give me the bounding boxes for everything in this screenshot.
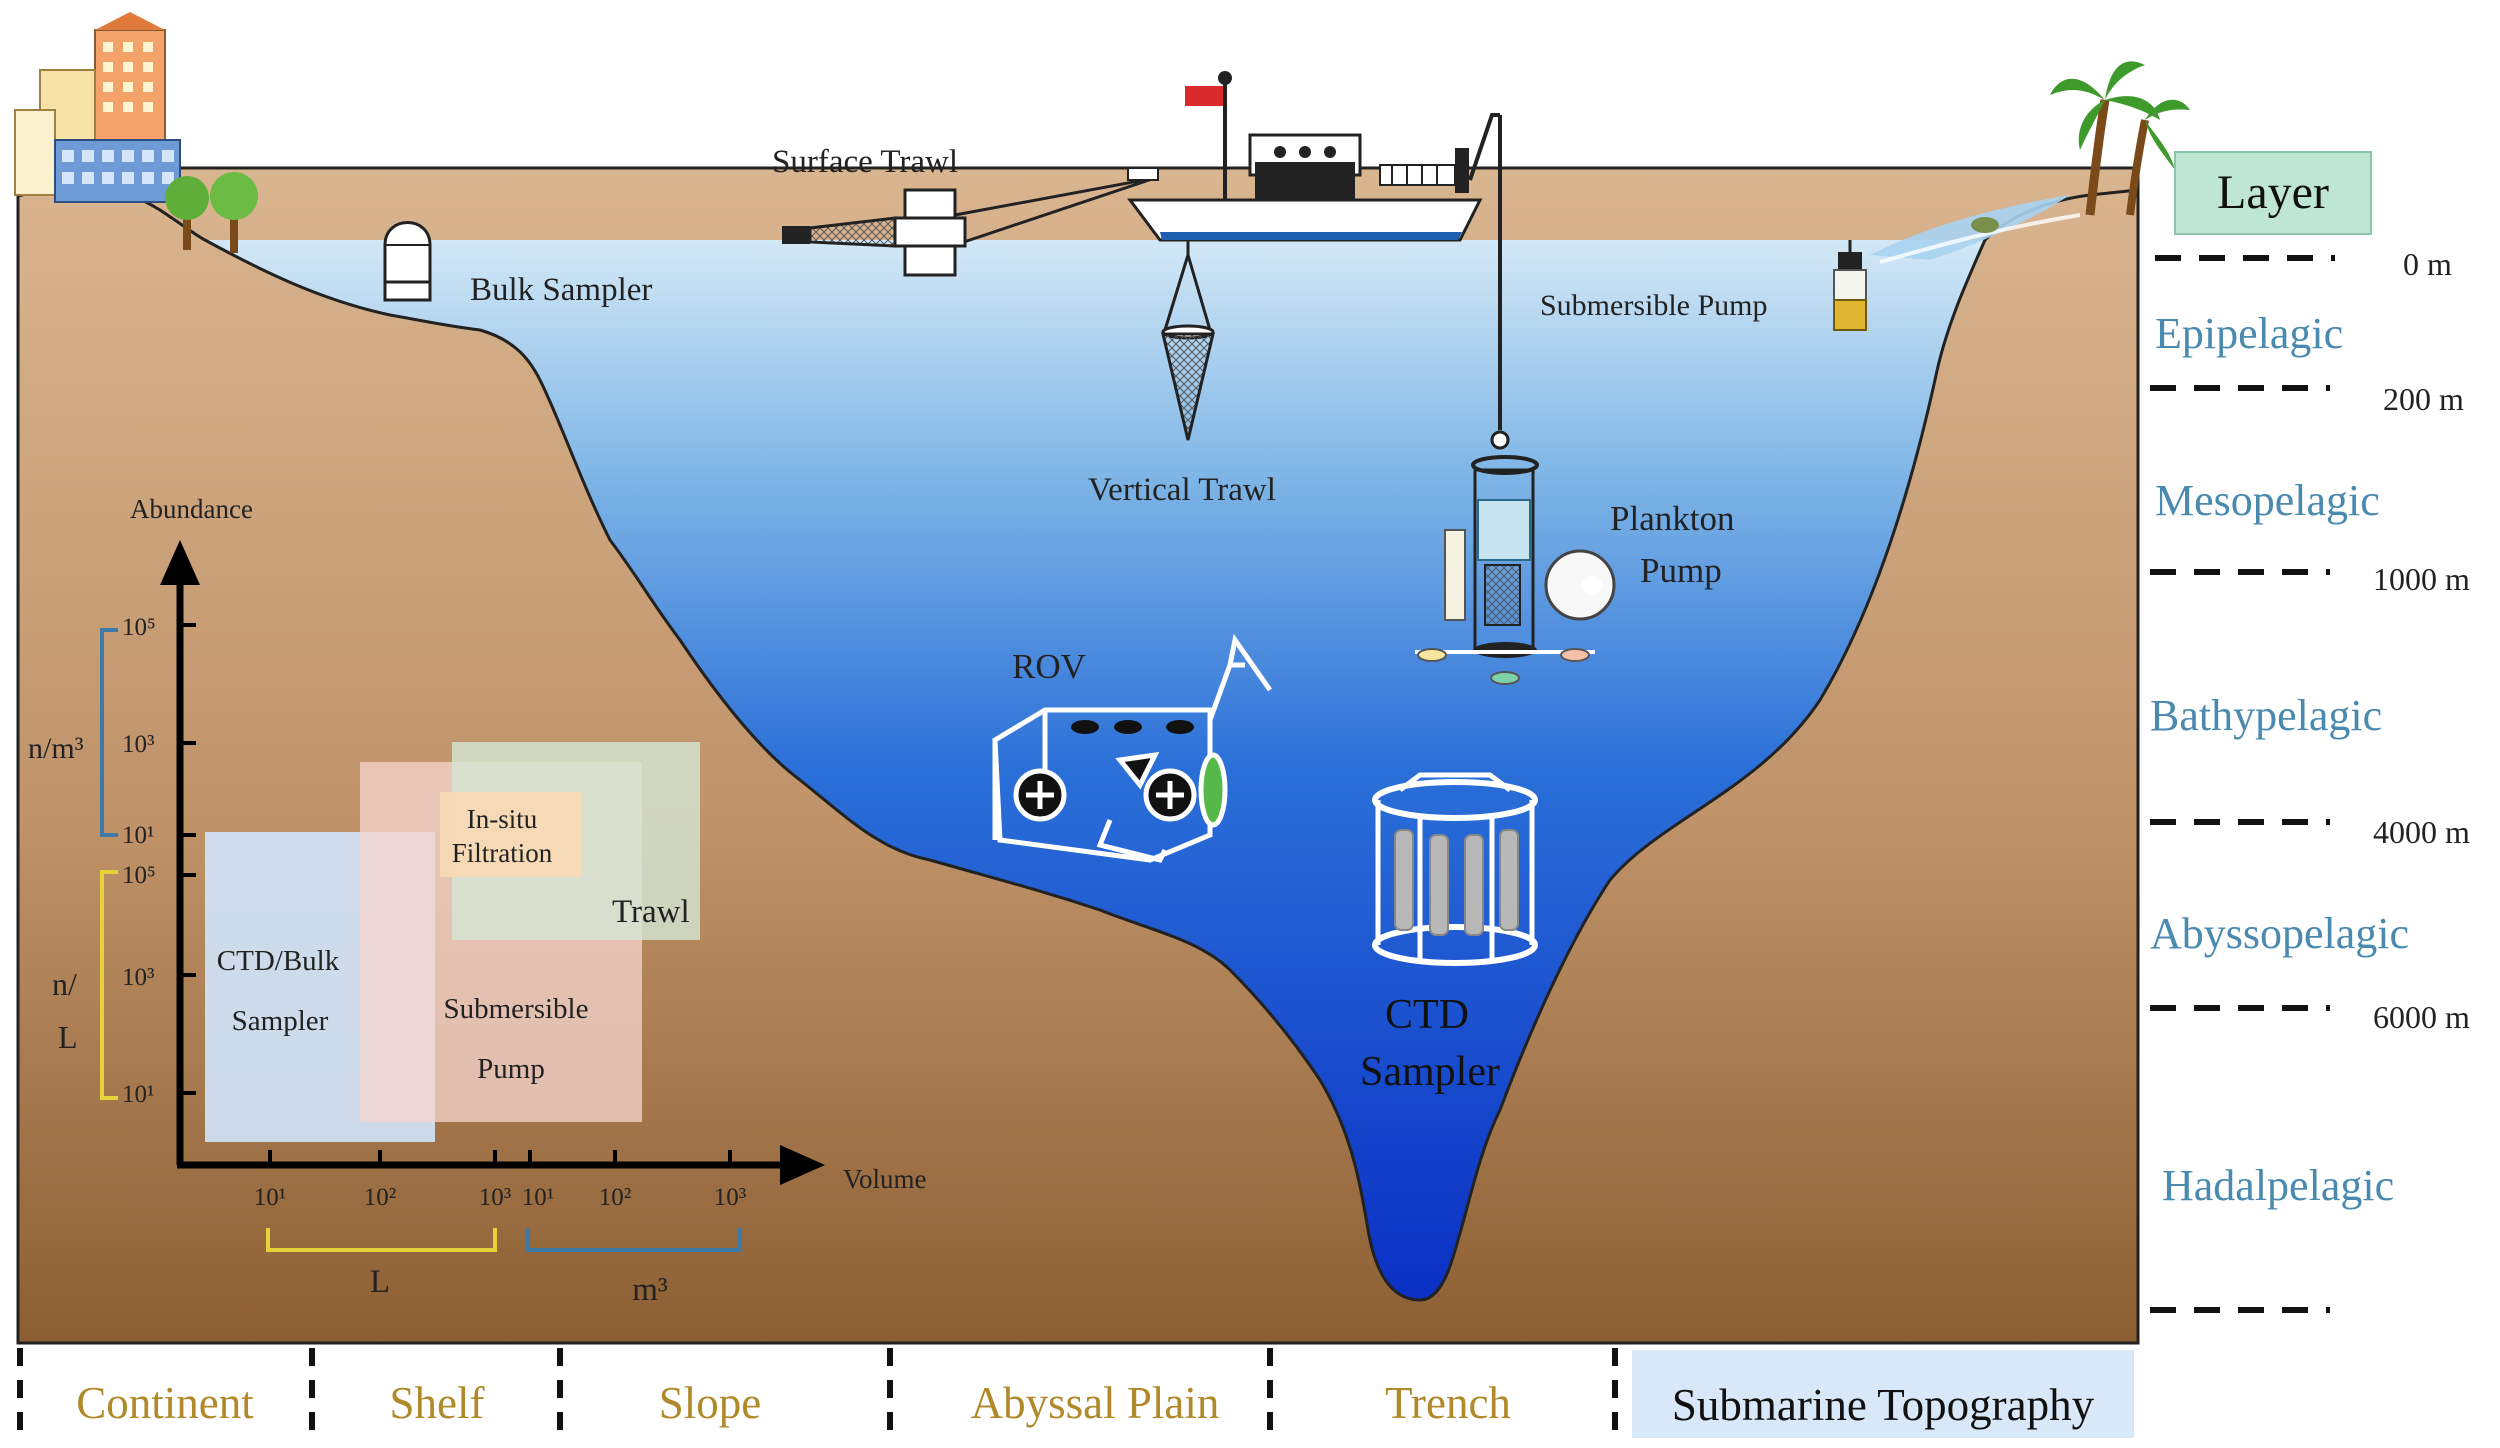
section-continent: Continent: [76, 1378, 254, 1428]
plankton-pump-label-line1: Plankton: [1610, 499, 1734, 538]
inset-x-axis-label: Volume: [843, 1164, 927, 1194]
topography-title: Submarine Topography: [1672, 1380, 2095, 1430]
inset-bracket-m3: [100, 628, 118, 837]
topography-title-box: [1632, 1350, 2134, 1438]
inset-xtick-L-3: 10³: [479, 1184, 512, 1211]
inset-box-in-situ-filtration: [440, 792, 582, 877]
inset-xbracket-m3: [526, 1228, 742, 1252]
ctd-label-line1: CTD: [1385, 992, 1469, 1038]
inset-bracket-L: [100, 870, 118, 1100]
inset-xtick-L-2: 10²: [364, 1184, 397, 1211]
inset-ytick-L-3: 10³: [122, 964, 155, 991]
inset-label-filtration-1: In-situ: [467, 804, 538, 834]
inset-unit-L-1: n/: [52, 966, 77, 1002]
layer-title: Layer: [2217, 166, 2329, 219]
depth-6000m: 6000 m: [2373, 999, 2470, 1035]
submersible-pump-icon: [1833, 240, 1867, 331]
inset-ytick-L-5: 10⁵: [122, 862, 156, 889]
depth-1000m: 1000 m: [2373, 561, 2470, 597]
inset-chart: CTD/Bulk Sampler Submersible Pump In-sit…: [28, 494, 927, 1308]
vertical-trawl-icon: [1161, 240, 1215, 441]
red-flag-icon: [1185, 86, 1223, 106]
inset-xunit-m3: m³: [632, 1272, 668, 1308]
inset-y-axis-label: Abundance: [130, 494, 253, 524]
inset-ytick-m3-1: 10¹: [122, 822, 155, 849]
inset-xtick-m3-2: 10²: [599, 1184, 632, 1211]
inset-ytick-m3-3: 10³: [122, 731, 155, 758]
rov-label: ROV: [1012, 647, 1086, 686]
topography-dividers: [17, 1348, 1618, 1440]
plankton-pump-icon: [1415, 115, 1616, 685]
bulk-sampler-label: Bulk Sampler: [470, 272, 652, 308]
inset-label-ctd-bulk-2: Sampler: [232, 1005, 329, 1037]
inset-label-submersible-2: Pump: [477, 1053, 545, 1085]
surface-trawl-icon: [782, 167, 1159, 277]
depth-markers: [2150, 255, 2335, 1313]
ocean-water: [205, 240, 1985, 1300]
inset-label-filtration-2: Filtration: [452, 838, 553, 868]
bulk-sampler-icon: [383, 221, 432, 302]
palm-tree-icon: [2050, 61, 2190, 216]
coastline: [17, 185, 2139, 1302]
layer-title-box: [2174, 151, 2372, 235]
inset-label-trawl: Trawl: [612, 894, 690, 930]
ctd-label-line2: Sampler: [1360, 1049, 1500, 1095]
ctd-rosette-icon: [1372, 772, 1538, 966]
inset-label-submersible-1: Submersible: [444, 993, 589, 1025]
depth-200m: 200 m: [2383, 381, 2464, 417]
water-spray-icon: [1870, 195, 2081, 264]
submersible-pump-label: Submersible Pump: [1540, 289, 1768, 322]
city-buildings-icon: [14, 12, 181, 203]
section-abyssal-plain: Abyssal Plain: [971, 1378, 1220, 1428]
inset-xtick-m3-3: 10³: [714, 1184, 747, 1211]
vertical-trawl-label: Vertical Trawl: [1088, 472, 1276, 508]
inset-unit-L-2: L: [58, 1019, 78, 1055]
inset-xtick-L-1: 10¹: [254, 1184, 287, 1211]
rov-icon: [992, 633, 1273, 863]
zone-hadalpelagic: Hadalpelagic: [2162, 1161, 2394, 1210]
section-trench: Trench: [1385, 1378, 1511, 1428]
surface-trawl-label: Surface Trawl: [772, 144, 958, 180]
depth-4000m: 4000 m: [2373, 814, 2470, 850]
inset-ytick-L-1: 10¹: [122, 1081, 155, 1108]
inset-ytick-m3-5: 10⁵: [122, 614, 156, 641]
research-ship-icon: [1127, 71, 1500, 242]
plankton-pump-label-line2: Pump: [1640, 551, 1722, 590]
zone-mesopelagic: Mesopelagic: [2155, 476, 2380, 525]
depth-0m: 0 m: [2403, 246, 2452, 282]
section-shelf: Shelf: [390, 1378, 485, 1428]
inset-xtick-m3-1: 10¹: [522, 1184, 555, 1211]
inset-label-ctd-bulk-1: CTD/Bulk: [217, 945, 340, 977]
inset-xbracket-L: [266, 1228, 497, 1252]
section-slope: Slope: [659, 1378, 762, 1428]
tree-icon: [165, 172, 258, 253]
inset-unit-m3: n/m³: [28, 732, 84, 765]
inset-xunit-L: L: [370, 1264, 390, 1300]
zone-abyssopelagic: Abyssopelagic: [2150, 909, 2409, 958]
zone-epipelagic: Epipelagic: [2155, 309, 2343, 358]
zone-bathypelagic: Bathypelagic: [2150, 691, 2382, 740]
